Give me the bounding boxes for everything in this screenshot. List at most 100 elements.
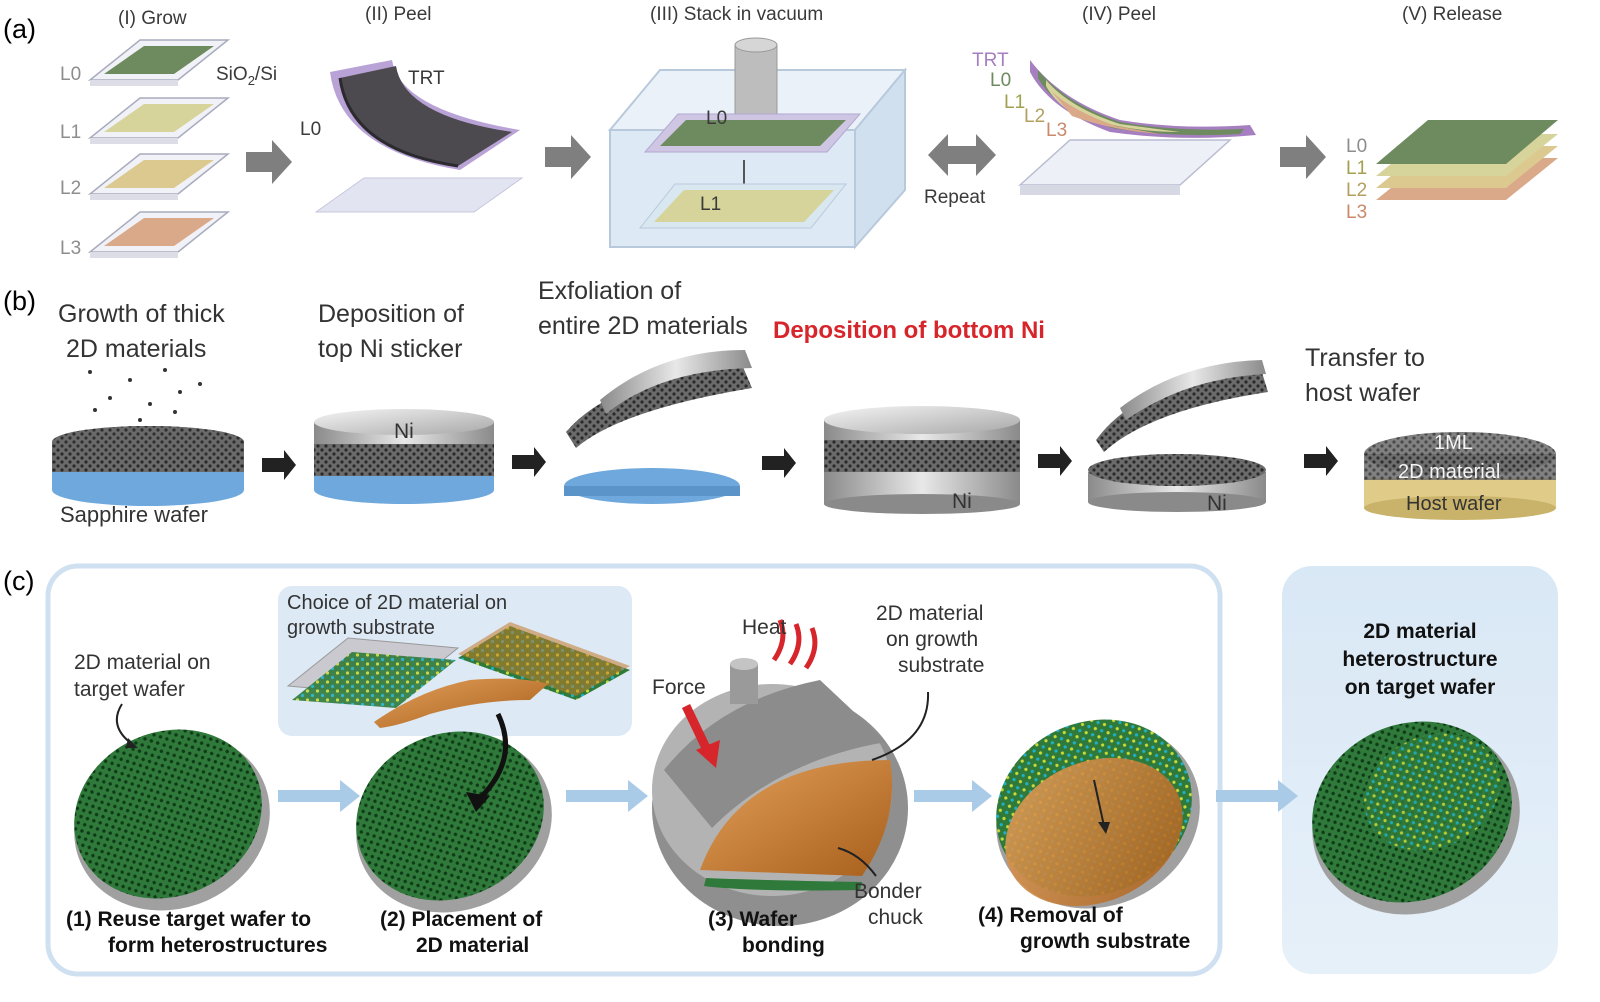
step-title-stack: (III) Stack in vacuum bbox=[650, 4, 823, 25]
panel-a-label: (a) bbox=[3, 14, 36, 44]
c-gs-line3: substrate bbox=[898, 654, 984, 677]
c-step1-line1: (1) Reuse target wafer to bbox=[66, 908, 311, 931]
b-transfer-peel bbox=[1088, 360, 1268, 512]
c-chuck-line1: Bonder bbox=[854, 880, 922, 903]
release-label-l3: L3 bbox=[1346, 202, 1367, 223]
choice-materials bbox=[286, 622, 630, 728]
choice-line1: Choice of 2D material on bbox=[287, 592, 507, 614]
arrow-b2 bbox=[512, 447, 546, 477]
force-arrow bbox=[681, 704, 713, 754]
peel-2-label-l3: L3 bbox=[1046, 120, 1067, 141]
b-step3-line2: entire 2D materials bbox=[538, 312, 748, 340]
c-target-line2: target wafer bbox=[74, 678, 185, 701]
repeat-arrow bbox=[928, 134, 996, 176]
peel-1-illustration bbox=[314, 60, 524, 213]
b6-material-label: 2D material bbox=[1398, 461, 1500, 483]
grow-label-l0: L0 bbox=[60, 64, 81, 85]
grow-label-l3: L3 bbox=[60, 238, 81, 259]
panel-b: (b) Growth of thick 2D materials Deposit… bbox=[3, 277, 1556, 527]
b-step5-line1: Transfer to bbox=[1305, 344, 1425, 372]
release-label-l1: L1 bbox=[1346, 158, 1367, 179]
arrow-c1 bbox=[278, 780, 360, 812]
arrow-b3 bbox=[762, 448, 796, 478]
b-step4-title: Deposition of bottom Ni bbox=[773, 317, 1045, 344]
stack-label-l1: L1 bbox=[700, 194, 721, 215]
c-step4-line2: growth substrate bbox=[1020, 930, 1190, 953]
grow-label-l2: L2 bbox=[60, 178, 81, 199]
c-final-line1: 2D material bbox=[1363, 620, 1476, 643]
release-stack bbox=[1376, 120, 1558, 200]
arrow-a1 bbox=[246, 140, 292, 184]
step-title-peel-2: (IV) Peel bbox=[1082, 4, 1156, 25]
release-label-l0: L0 bbox=[1346, 136, 1367, 157]
heat-wave-2 bbox=[787, 623, 802, 666]
peel-2-illustration bbox=[1018, 60, 1256, 195]
c-step2-line2: 2D material bbox=[416, 934, 529, 957]
grow-label-l1: L1 bbox=[60, 122, 81, 143]
c-chuck-line2: chuck bbox=[868, 906, 923, 929]
c-step4-line1: (4) Removal of bbox=[978, 904, 1124, 927]
c-heat-label: Heat bbox=[742, 616, 787, 639]
b-step5-line2: host wafer bbox=[1305, 379, 1420, 407]
panel-c-label: (c) bbox=[3, 566, 34, 596]
gs-pointer bbox=[871, 691, 930, 761]
b6-host-label: Host wafer bbox=[1406, 493, 1502, 515]
c-step3-line2: bonding bbox=[742, 934, 825, 957]
arrow-b5 bbox=[1304, 446, 1338, 476]
c4-removal-wafer bbox=[996, 719, 1200, 909]
heat-wave-3 bbox=[803, 627, 818, 670]
c1-target-wafer bbox=[74, 729, 270, 911]
stack-label-l0: L0 bbox=[706, 108, 727, 129]
panel-c: (c) Choice of 2D material on growth subs… bbox=[3, 563, 1558, 977]
peel-2-label-trt: TRT bbox=[972, 50, 1009, 71]
b-growth-disc bbox=[52, 368, 244, 506]
peel-2-label-l2: L2 bbox=[1024, 106, 1045, 127]
placement-arrow bbox=[476, 712, 509, 802]
b-step2-line1: Deposition of bbox=[318, 300, 464, 328]
peel-2-label-l0: L0 bbox=[990, 70, 1011, 91]
c-step2-line1: (2) Placement of bbox=[380, 908, 543, 931]
heat-wave-1 bbox=[771, 619, 786, 662]
b6-oneml-label: 1ML bbox=[1434, 432, 1473, 454]
b-exfoliation bbox=[564, 350, 752, 504]
b-step1-line2: 2D materials bbox=[66, 335, 206, 363]
c-final-line3: on target wafer bbox=[1345, 676, 1496, 699]
step-title-release: (V) Release bbox=[1402, 4, 1502, 25]
arrow-c2 bbox=[566, 780, 648, 812]
b-sapphire-label: Sapphire wafer bbox=[60, 502, 208, 527]
release-label-l2: L2 bbox=[1346, 180, 1367, 201]
arrow-a4 bbox=[1280, 135, 1326, 179]
peel-1-label-trt: TRT bbox=[408, 68, 445, 89]
b-ni-top-disc bbox=[314, 409, 494, 504]
c-force-label: Force bbox=[652, 676, 706, 699]
arrow-a2 bbox=[545, 135, 591, 179]
b-step2-line2: top Ni sticker bbox=[318, 335, 462, 363]
b2-ni-label: Ni bbox=[394, 420, 414, 443]
b-ni-bottom-disc bbox=[824, 406, 1020, 514]
peel-1-label-l0: L0 bbox=[300, 119, 321, 140]
peel-2-label-l1: L1 bbox=[1004, 92, 1025, 113]
substrate-label: SiO2/Si bbox=[216, 64, 277, 88]
b-step3-line1: Exfoliation of bbox=[538, 277, 681, 305]
b4-ni-label: Ni bbox=[952, 490, 972, 513]
arrow-b1 bbox=[262, 450, 296, 480]
b5-ni-label: Ni bbox=[1207, 492, 1227, 515]
step-title-peel-1: (II) Peel bbox=[365, 4, 432, 25]
c-step3-line1: (3) Wafer bbox=[708, 908, 797, 931]
repeat-label: Repeat bbox=[924, 187, 986, 208]
c-gs-line1: 2D material bbox=[876, 602, 983, 625]
chuck-pointer bbox=[837, 847, 877, 877]
c-step1-line2: form heterostructures bbox=[108, 934, 327, 957]
panel-a: (a) (I) Grow (II) Peel (III) Stack in va… bbox=[3, 4, 1558, 259]
arrow-c4 bbox=[1216, 780, 1298, 812]
c-gs-line2: on growth bbox=[886, 628, 978, 651]
vacuum-chamber bbox=[607, 37, 908, 250]
c-final-wafer bbox=[1312, 721, 1520, 915]
grow-substrates bbox=[87, 39, 231, 258]
c-target-line1: 2D material on bbox=[74, 651, 211, 674]
b-host-wafer bbox=[1364, 432, 1556, 520]
choice-line2: growth substrate bbox=[287, 617, 435, 639]
b-step1-line1: Growth of thick bbox=[58, 300, 225, 328]
c-final-line2: heterostructure bbox=[1342, 648, 1497, 671]
